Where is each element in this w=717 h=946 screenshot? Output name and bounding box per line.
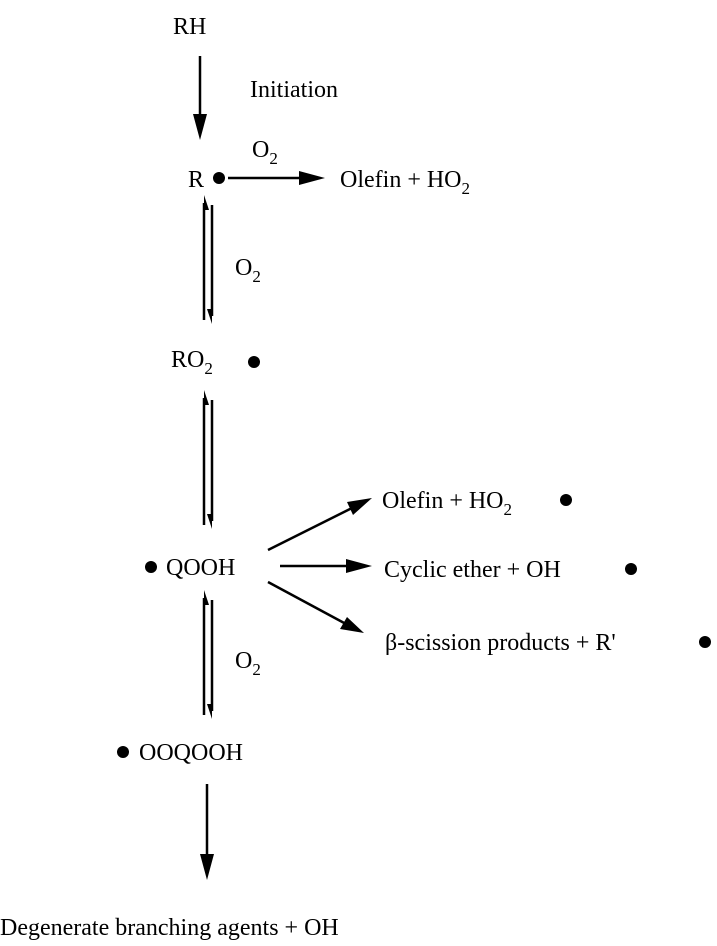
equilibrium-r-ro2 — [202, 195, 214, 324]
equilibrium-qooh-ooqooh — [202, 590, 214, 719]
species-r: R — [188, 167, 204, 193]
arrow-qooh-to-olefin — [267, 498, 372, 552]
product-beta-scission: β-scission products + R' — [385, 630, 616, 656]
product-cyclic-ether-oh: Cyclic ether + OH — [384, 557, 561, 583]
radical-dot-oh-cyclic — [625, 563, 637, 575]
product-olefin-ho2: Olefin + HO2 — [340, 167, 470, 198]
product-olefin-ho2-radical: Olefin + HO2 — [382, 488, 512, 519]
radical-dot-r-prime — [699, 636, 711, 648]
radical-dot-ooqooh — [117, 746, 129, 758]
species-qooh: QOOH — [166, 555, 235, 581]
product-degenerate-branching: Degenerate branching agents + OH — [0, 915, 339, 941]
radical-dot-qooh — [145, 561, 157, 573]
arrow-rh-to-r — [193, 56, 207, 140]
radical-dot-ro2 — [248, 356, 260, 368]
species-ooqooh: OOQOOH — [139, 740, 243, 766]
arrow-qooh-to-cyclic-ether — [280, 559, 372, 573]
o2-label-qooh-ooqooh: O2 — [235, 648, 261, 679]
arrow-r-to-olefin — [228, 171, 325, 185]
arrow-qooh-to-beta-scission — [267, 580, 364, 633]
radical-dot-ho2 — [560, 494, 572, 506]
o2-label-r-ro2: O2 — [235, 255, 261, 286]
species-rh: RH — [173, 14, 206, 40]
radical-dot-r — [213, 172, 225, 184]
arrow-ooqooh-to-degenerate — [200, 784, 214, 880]
species-ro2: RO2 — [171, 347, 213, 378]
o2-label-r-olefin: O2 — [252, 137, 278, 168]
initiation-label: Initiation — [250, 77, 338, 103]
equilibrium-ro2-qooh — [202, 390, 214, 529]
